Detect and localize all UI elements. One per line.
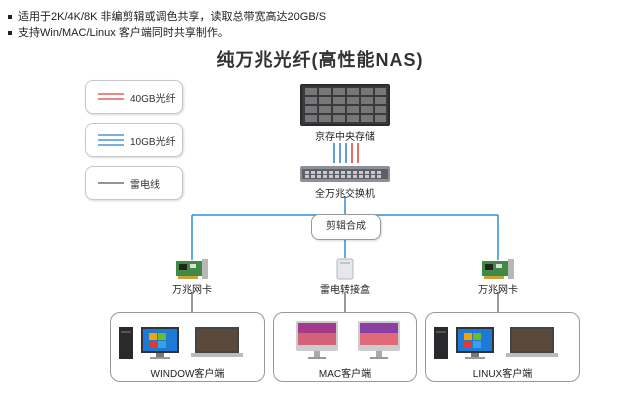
- nic-card-right-icon: [482, 259, 514, 279]
- legend-10gb-label: 10GB光纤: [130, 137, 176, 148]
- client-box-linux: LINUX客户端: [425, 312, 580, 382]
- legend-thunderbolt-label: 雷电线: [130, 180, 160, 191]
- linux-client-label: LINUX客户端: [472, 369, 533, 380]
- legend-thunderbolt-line: [98, 182, 124, 184]
- legend-10gb-line: [98, 134, 124, 146]
- storage-switch-fibers: [333, 143, 359, 163]
- thunderbolt-box-label: 雷电转接盒: [320, 285, 370, 296]
- switch-icon: [300, 166, 390, 182]
- legend-thunderbolt: 雷电线: [85, 166, 183, 200]
- windows-client-label: WINDOW客户端: [150, 369, 225, 380]
- mac-client-label: MAC客户端: [318, 369, 372, 380]
- storage-server-icon: [300, 84, 390, 126]
- feature-text-1: 适用于2K/4K/8K 非编剪辑或调色共享，读取总带宽高达20GB/S: [18, 11, 327, 23]
- windows-workstation-icon: [119, 327, 243, 359]
- switch-label: 全万兆交换机: [315, 189, 375, 200]
- legend-40gb-line: [98, 93, 124, 100]
- client-box-mac: MAC客户端: [273, 312, 417, 382]
- feature-bullet-2: 支持Win/MAC/Linux 客户端同时共享制作。: [8, 24, 229, 40]
- merge-label: 剪辑合成: [326, 221, 366, 232]
- feature-bullet-1: 适用于2K/4K/8K 非编剪辑或调色共享，读取总带宽高达20GB/S: [8, 8, 326, 24]
- diagram-title: 纯万兆光纤(高性能NAS): [216, 50, 424, 70]
- thunderbolt-box-icon: [336, 258, 354, 280]
- legend-40gb: 40GB光纤: [85, 80, 183, 114]
- feature-text-2: 支持Win/MAC/Linux 客户端同时共享制作。: [18, 27, 229, 39]
- linux-workstation-icon: [434, 327, 558, 359]
- nic-card-left-icon: [176, 259, 208, 279]
- legend-10gb: 10GB光纤: [85, 123, 183, 157]
- storage-label: 京存中央存储: [315, 132, 375, 143]
- client-box-windows: WINDOW客户端: [110, 312, 265, 382]
- merge-node: 剪辑合成: [311, 214, 381, 240]
- legend-40gb-label: 40GB光纤: [130, 94, 176, 105]
- nic-left-label: 万兆网卡: [172, 285, 212, 296]
- mac-imac-icon: [296, 321, 400, 359]
- nic-right-label: 万兆网卡: [478, 285, 518, 296]
